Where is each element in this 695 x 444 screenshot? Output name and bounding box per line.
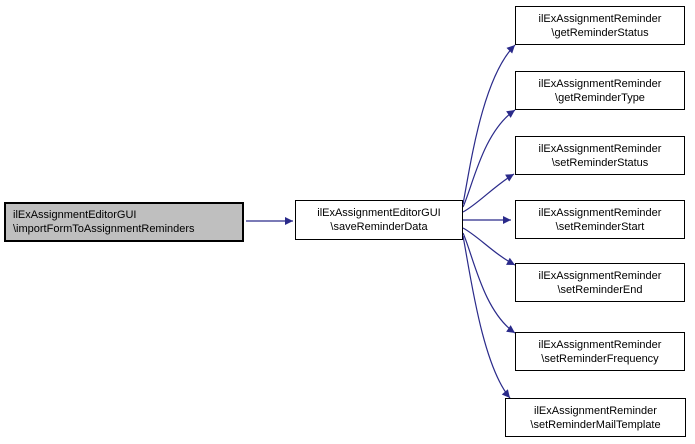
node-label-line: ilExAssignmentReminder bbox=[538, 142, 662, 155]
node-label-line: \setReminderMailTemplate bbox=[530, 418, 661, 431]
node-label-line: \setReminderStatus bbox=[551, 156, 649, 169]
node-get-reminder-type[interactable]: ilExAssignmentReminder \getReminderType bbox=[515, 71, 685, 110]
node-label-line: \saveReminderData bbox=[330, 221, 428, 233]
node-save-reminder-data[interactable]: ilExAssignmentEditorGUI \saveReminderDat… bbox=[295, 200, 463, 240]
edge-save-to-set-reminder-frequency bbox=[462, 232, 516, 334]
node-set-reminder-status[interactable]: ilExAssignmentReminder \setReminderStatu… bbox=[515, 136, 685, 175]
node-set-reminder-frequency[interactable]: ilExAssignmentReminder \setReminderFrequ… bbox=[515, 332, 685, 371]
edge-save-to-get-reminder-type bbox=[462, 109, 516, 208]
node-label-line: ilExAssignmentEditorGUI bbox=[317, 207, 441, 219]
node-label-line: \getReminderStatus bbox=[551, 26, 649, 39]
edge-save-to-set-reminder-status bbox=[462, 173, 515, 213]
node-label-line: ilExAssignmentReminder bbox=[538, 338, 662, 351]
node-label-line: \setReminderFrequency bbox=[541, 352, 659, 365]
node-label-line: \setReminderStart bbox=[555, 220, 645, 233]
node-set-reminder-start[interactable]: ilExAssignmentReminder \setReminderStart bbox=[515, 200, 685, 239]
node-import-form-to-assignment-reminders[interactable]: ilExAssignmentEditorGUI \importFormToAss… bbox=[4, 202, 244, 242]
node-label-line: ilExAssignmentReminder bbox=[538, 77, 662, 90]
node-get-reminder-status[interactable]: ilExAssignmentReminder \getReminderStatu… bbox=[515, 6, 685, 45]
node-label-line: ilExAssignmentReminder bbox=[534, 404, 657, 417]
node-label-line: \importFormToAssignmentReminders bbox=[13, 223, 195, 235]
node-label-line: ilExAssignmentReminder bbox=[538, 206, 662, 219]
node-label-line: ilExAssignmentEditorGUI bbox=[13, 209, 137, 221]
node-label-line: \setReminderEnd bbox=[557, 283, 643, 296]
edge-save-to-set-reminder-mail-template bbox=[462, 235, 511, 399]
node-label-line: \getReminderType bbox=[555, 91, 645, 104]
edge-save-to-set-reminder-end bbox=[462, 227, 516, 266]
node-label-line: ilExAssignmentReminder bbox=[538, 269, 662, 282]
node-set-reminder-mail-template[interactable]: ilExAssignmentReminder \setReminderMailT… bbox=[505, 398, 686, 437]
edge-save-to-get-reminder-status bbox=[462, 44, 516, 205]
node-set-reminder-end[interactable]: ilExAssignmentReminder \setReminderEnd bbox=[515, 263, 685, 302]
node-label-line: ilExAssignmentReminder bbox=[538, 12, 662, 25]
